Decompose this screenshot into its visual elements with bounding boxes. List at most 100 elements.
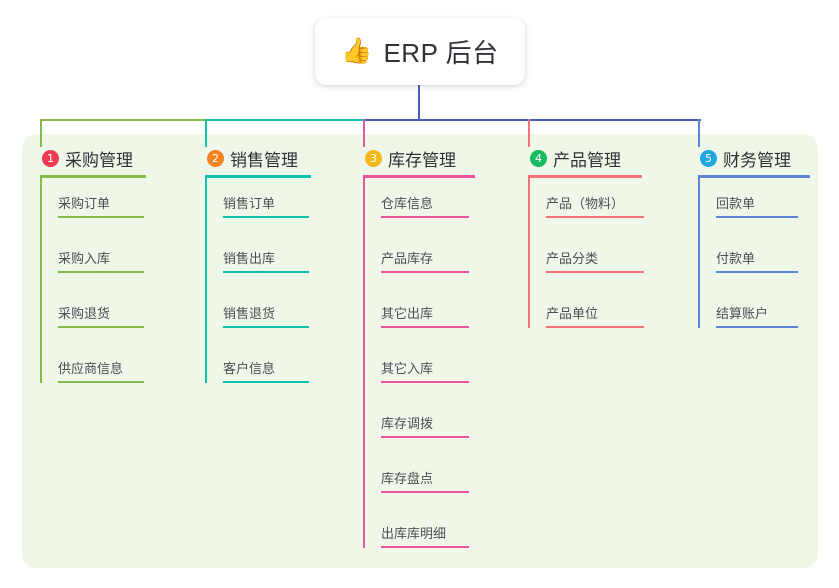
root-node[interactable]: 👍 ERP 后台 [315,18,525,85]
list-item-label: 回款单 [716,196,756,211]
list-item[interactable]: 销售出库 [223,243,309,273]
root-stem-line [418,85,420,121]
list-item[interactable]: 产品单位 [546,298,644,328]
branch-number-badge: 4 [530,149,547,167]
list-item-underline [58,381,144,383]
list-item[interactable]: 销售退货 [223,298,309,328]
list-item-underline [381,216,469,218]
list-item[interactable]: 产品分类 [546,243,644,273]
list-item-label: 产品分类 [546,251,599,266]
list-item-label: 采购订单 [58,196,111,211]
list-item[interactable]: 其它入库 [381,353,469,383]
trunk-segment-4 [529,119,701,121]
list-item[interactable]: 产品库存 [381,243,469,273]
branch-number-badge: 2 [207,149,224,167]
branch-column-2: 2 销售管理销售订单销售出库销售退货客户信息 [205,145,311,383]
page-title: ERP 后台 [383,38,499,68]
branch-spine-line [363,178,365,548]
branch-header-2[interactable]: 2 销售管理 [205,145,298,171]
list-item-label: 销售退货 [223,306,276,321]
branch-drop-line-3 [363,119,365,147]
list-item-underline [381,381,469,383]
list-item[interactable]: 出库库明细 [381,518,469,548]
list-item-underline [223,326,309,328]
branch-title: 采购管理 [65,150,133,170]
branch-drop-line-1 [40,119,42,147]
list-item-underline [58,216,144,218]
list-item-underline [546,216,644,218]
branch-underline [40,175,146,178]
branch-underline [528,175,642,178]
list-item[interactable]: 仓库信息 [381,188,469,218]
branch-column-4: 4 产品管理产品（物料） 产品分类产品单位 [528,145,644,328]
branch-spine-line [698,178,700,328]
branches-panel [22,134,818,568]
branch-title: 销售管理 [230,150,298,170]
branch-spine-line [205,178,207,383]
list-item-label: 付款单 [716,251,756,266]
list-item[interactable]: 产品（物料） [546,188,644,218]
list-item-label: 产品库存 [381,251,434,266]
list-item-underline [223,381,309,383]
list-item-label: 结算账户 [716,306,769,321]
list-item-underline [546,271,644,273]
branch-spine-line [40,178,42,383]
list-item[interactable]: 采购入库 [58,243,144,273]
list-item-underline [716,216,798,218]
list-item[interactable]: 采购订单 [58,188,144,218]
list-item-underline [381,271,469,273]
list-item-label: 其它出库 [381,306,434,321]
list-item-underline [381,436,469,438]
list-item-label: 供应商信息 [58,361,124,376]
list-item-underline [716,271,798,273]
branch-underline [205,175,311,178]
branch-header-3[interactable]: 3 库存管理 [363,145,456,171]
trunk-segment-1 [41,119,208,121]
list-item-label: 其它入库 [381,361,434,376]
list-item-label: 出库库明细 [381,526,447,541]
thumbs-up-icon: 👍 [341,37,373,65]
branch-drop-line-4 [528,119,530,147]
list-item-underline [223,216,309,218]
list-item-underline [58,271,144,273]
branch-title: 财务管理 [723,150,791,170]
list-item[interactable]: 供应商信息 [58,353,144,383]
list-item[interactable]: 付款单 [716,243,798,273]
list-item[interactable]: 库存盘点 [381,463,469,493]
list-item-underline [381,546,469,548]
list-item-label: 仓库信息 [381,196,434,211]
list-item-label: 销售出库 [223,251,276,266]
list-item-label: 采购入库 [58,251,111,266]
branch-header-1[interactable]: 1 采购管理 [40,145,133,171]
list-item[interactable]: 回款单 [716,188,798,218]
branch-column-1: 1 采购管理采购订单采购入库采购退货供应商信息 [40,145,146,383]
branch-number-badge: 1 [42,149,59,167]
list-item-label: 客户信息 [223,361,276,376]
list-item-underline [58,326,144,328]
list-item-label: 销售订单 [223,196,276,211]
list-item-label: 产品（物料） [546,196,625,211]
branch-underline [698,175,810,178]
list-item[interactable]: 销售订单 [223,188,309,218]
list-item-underline [381,326,469,328]
list-item-label: 产品单位 [546,306,599,321]
list-item[interactable]: 其它出库 [381,298,469,328]
list-item-underline [716,326,798,328]
list-item[interactable]: 客户信息 [223,353,309,383]
trunk-segment-2 [206,119,366,121]
list-item[interactable]: 结算账户 [716,298,798,328]
branch-spine-line [528,178,530,328]
list-item-label: 采购退货 [58,306,111,321]
trunk-segment-3 [364,119,531,121]
branch-title: 产品管理 [553,150,621,170]
branch-number-badge: 3 [365,149,382,167]
branch-column-3: 3 库存管理仓库信息产品库存其它出库其它入库库存调拨库存盘点出库库明细 [363,145,475,548]
list-item[interactable]: 库存调拨 [381,408,469,438]
branch-header-4[interactable]: 4 产品管理 [528,145,621,171]
branch-title: 库存管理 [388,150,456,170]
list-item-label: 库存盘点 [381,471,434,486]
list-item[interactable]: 采购退货 [58,298,144,328]
